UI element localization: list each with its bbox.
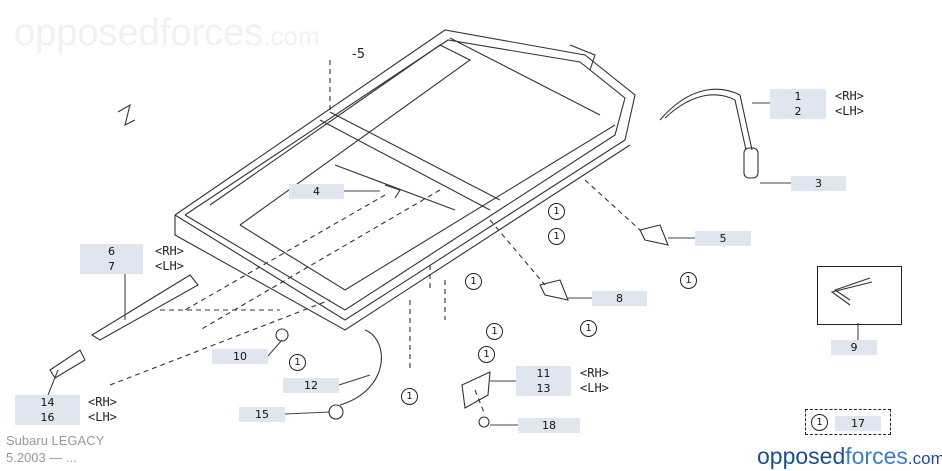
part-label-1[interactable]: 1 [770, 89, 826, 104]
part-label-8[interactable]: 8 [592, 291, 647, 306]
parts [49, 88, 873, 428]
label-leaders [47, 102, 859, 426]
watermark-suffix: .com [263, 21, 320, 51]
side-rh: <RH> [580, 366, 609, 380]
callout-1: 1 [401, 388, 418, 405]
part-label-13[interactable]: 13 [516, 381, 571, 396]
part-label-18[interactable]: 18 [518, 418, 580, 433]
callout-1: 1 [811, 414, 828, 431]
part-label-6[interactable]: 6 [80, 244, 143, 259]
logo-part-opposed: opposed [757, 443, 846, 469]
assembly-ref: -5 [352, 47, 365, 62]
vehicle-model: Subaru LEGACY [6, 433, 105, 448]
part-label-11[interactable]: 11 [516, 366, 571, 381]
side-lh: <LH> [88, 410, 117, 424]
logo-part-forces: forces [845, 443, 908, 469]
part-label-5[interactable]: 5 [695, 231, 751, 246]
part-label-9[interactable]: 9 [831, 340, 877, 355]
part-label-12[interactable]: 12 [283, 378, 339, 393]
part-label-2[interactable]: 2 [770, 104, 826, 119]
callout-1: 1 [465, 273, 482, 290]
callout-1: 1 [548, 203, 565, 220]
frame [117, 29, 636, 331]
callout-1: 1 [680, 272, 697, 289]
side-lh: <LH> [580, 381, 609, 395]
part-label-16[interactable]: 16 [15, 410, 80, 425]
part-label-15[interactable]: 15 [239, 407, 285, 422]
callout-1: 1 [289, 354, 306, 371]
side-rh: <RH> [835, 89, 864, 103]
site-logo[interactable]: opposedforces.com [757, 443, 942, 470]
side-lh: <LH> [155, 259, 184, 273]
callout-1: 1 [486, 323, 503, 340]
vehicle-date: 5.2003 — ... [6, 450, 77, 465]
side-lh: <LH> [835, 104, 864, 118]
logo-part-com: .com [907, 449, 942, 468]
part-9-box [817, 266, 902, 325]
callout-1: 1 [478, 346, 495, 363]
watermark: opposedforces.com [14, 12, 320, 55]
part-label-4[interactable]: 4 [289, 184, 344, 199]
side-rh: <RH> [155, 244, 184, 258]
part-label-7[interactable]: 7 [80, 259, 143, 274]
part-label-17[interactable]: 17 [835, 416, 881, 431]
part-17-box [805, 409, 891, 435]
side-rh: <RH> [88, 395, 117, 409]
callout-1: 1 [580, 320, 597, 337]
part-label-10[interactable]: 10 [212, 349, 268, 364]
watermark-text: opposedforces [14, 12, 264, 54]
part-label-3[interactable]: 3 [791, 176, 846, 191]
part-label-14[interactable]: 14 [15, 395, 80, 410]
vehicle-info: Subaru LEGACY 5.2003 — ... [6, 432, 104, 466]
callout-1: 1 [548, 228, 565, 245]
leader-lines [109, 60, 641, 416]
